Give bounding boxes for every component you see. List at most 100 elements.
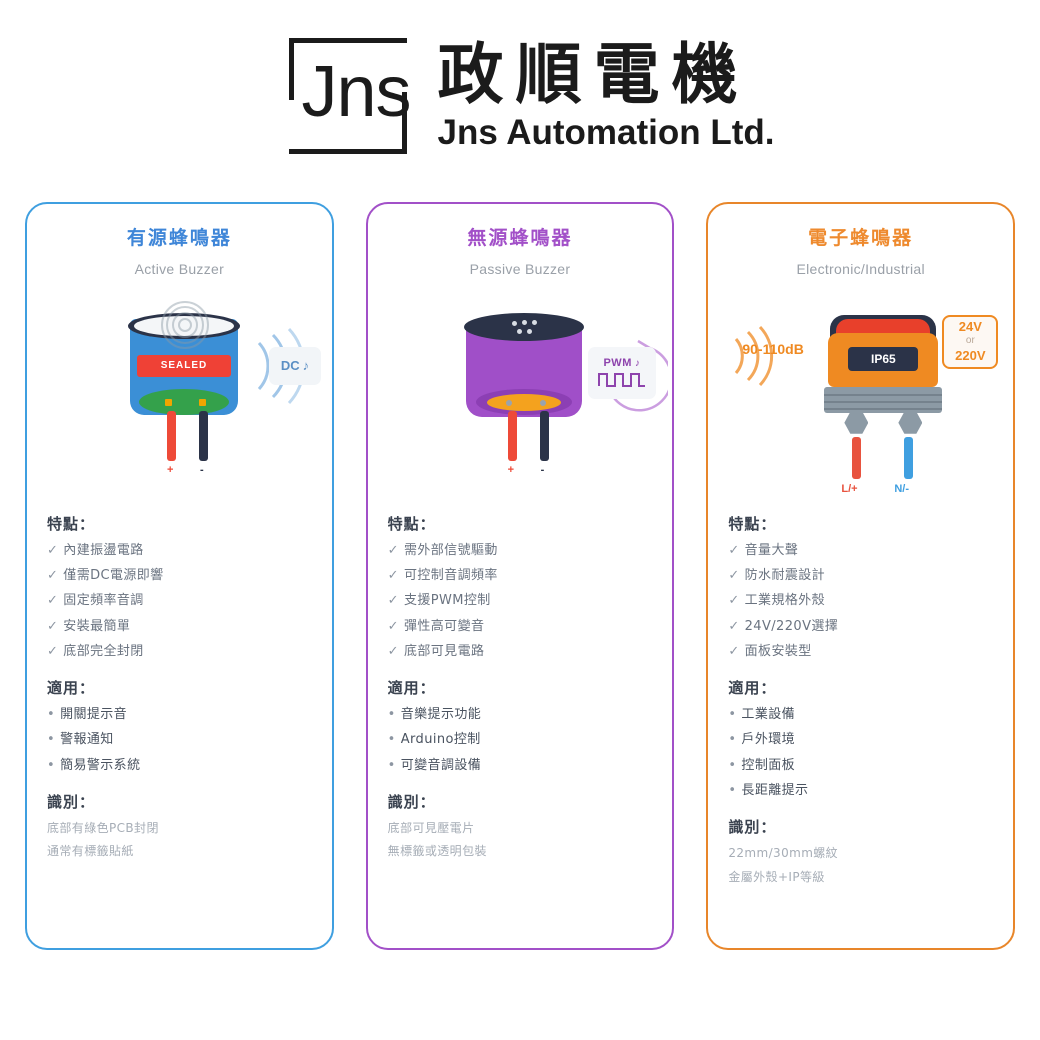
wire-live — [852, 436, 862, 479]
solder-pad — [199, 398, 206, 406]
list-item: ✓僅需DC電源即響 — [47, 567, 312, 583]
thread-line — [824, 393, 943, 396]
passive-buzzer-illustration: + - PWM ♪ — [388, 291, 668, 511]
dc-badge-label: DC — [280, 358, 300, 374]
check-icon: ✓ — [728, 542, 740, 558]
mounting-nut — [898, 411, 923, 434]
check-icon: ✓ — [387, 542, 399, 558]
logo-monogram: Jns — [301, 52, 411, 132]
features-heading: 特點： — [47, 514, 96, 533]
list-item: •控制面板 — [728, 757, 993, 773]
buzzer-top-face — [134, 315, 234, 336]
list-item: •開關提示音 — [47, 708, 312, 722]
bullet-icon: • — [47, 732, 56, 748]
features-list: ✓內建振盪電路 ✓僅需DC電源即響 ✓固定頻率音調 ✓安裝最簡單 ✓底部完全封閉 — [47, 542, 312, 659]
vent-hole — [511, 320, 517, 326]
music-note-icon: ♪ — [302, 358, 310, 374]
feature-text: 僅需DC電源即響 — [63, 567, 164, 583]
voltage-badge: 24V or 220V — [942, 314, 999, 369]
features-list: ✓音量大聲 ✓防水耐震設計 ✓工業規格外殼 ✓24V/220V選擇 ✓面板安裝型 — [728, 542, 993, 659]
wire-negative-label: - — [200, 463, 204, 476]
list-item: ✓24V/220V選擇 — [728, 618, 993, 634]
vent-hole — [531, 319, 537, 325]
feature-text: 24V/220V選擇 — [744, 618, 839, 634]
list-item: ✓音量大聲 — [728, 542, 993, 558]
sound-rings-icon — [161, 300, 209, 349]
logo-text-block: 政順電機 Jns Automation Ltd. — [437, 39, 774, 153]
application-text: 戶外環境 — [741, 732, 796, 748]
applications-list: •開關提示音 •警報通知 •簡易警示系統 — [47, 708, 312, 773]
list-item: ✓面板安裝型 — [728, 644, 993, 659]
wire-positive — [167, 410, 176, 461]
pwm-badge: PWM ♪ — [587, 346, 656, 399]
identification-heading: 識別： — [47, 793, 96, 812]
thread-line — [824, 400, 943, 403]
wire-positive — [507, 410, 517, 461]
logo-mark: Jns — [275, 30, 412, 162]
buzzer-comparison-cards: 有源蜂鳴器 Active Buzzer SEALED + - — [0, 202, 1040, 950]
logo-bracket-top-icon — [289, 38, 408, 100]
contact-dot — [539, 399, 546, 406]
electronic-buzzer-illustration: 90-110dB IP65 L/+ N/- 24V or 220V — [728, 291, 999, 511]
list-item: ✓底部可見電路 — [388, 644, 653, 659]
application-text: 開關提示音 — [60, 707, 128, 723]
identification-section: 識別： 22mm/30mm螺紋 金屬外殼+IP等級 — [728, 816, 993, 883]
voltage-conjunction: or — [965, 335, 975, 347]
applications-list: •工業設備 •戶外環境 •控制面板 •長距離提示 — [728, 708, 993, 798]
application-text: 工業設備 — [741, 707, 796, 723]
wire-negative-label: - — [540, 463, 545, 476]
check-icon: ✓ — [47, 643, 59, 659]
check-icon: ✓ — [387, 593, 399, 609]
check-icon: ✓ — [47, 593, 59, 609]
feature-text: 可控制音調頻率 — [403, 567, 498, 583]
application-text: 音樂提示功能 — [400, 707, 482, 723]
logo-bracket-bottom-icon — [289, 92, 408, 154]
card-title: 電子蜂鳴器 — [808, 227, 914, 249]
check-icon: ✓ — [387, 618, 399, 634]
list-item: •Arduino控制 — [388, 733, 653, 747]
vent-hole — [526, 328, 532, 334]
list-item: ✓防水耐震設計 — [728, 567, 993, 583]
vent-hole — [521, 319, 527, 325]
card-subtitle: Passive Buzzer — [469, 260, 571, 277]
wire-negative — [539, 410, 549, 461]
identification-text: 通常有標籤貼紙 — [47, 844, 134, 859]
applications-list: •音樂提示功能 •Arduino控制 •可變音調設備 — [388, 708, 653, 773]
company-name-chinese: 政順電機 — [437, 36, 750, 114]
check-icon: ✓ — [728, 567, 740, 583]
application-text: 長距離提示 — [741, 783, 809, 799]
bullet-icon: • — [47, 757, 56, 773]
features-list: ✓需外部信號驅動 ✓可控制音調頻率 ✓支援PWM控制 ✓彈性高可變音 ✓底部可見… — [387, 542, 653, 659]
identification-text: 22mm/30mm螺紋 — [728, 846, 839, 861]
list-item: •工業設備 — [728, 708, 993, 722]
list-item: ✓彈性高可變音 — [387, 618, 653, 634]
feature-text: 支援PWM控制 — [403, 593, 491, 609]
voltage-primary: 24V — [958, 319, 982, 335]
wire-positive-label: + — [167, 463, 174, 476]
identification-text: 金屬外殼+IP等級 — [728, 869, 825, 884]
identification-heading: 識別： — [387, 793, 436, 812]
identification-section: 識別： 底部可見壓電片 無標籤或透明包裝 — [388, 791, 653, 858]
music-note-icon: ♪ — [634, 357, 640, 369]
vent-hole — [516, 328, 522, 334]
wire-live-label: L/+ — [841, 482, 858, 495]
card-subtitle: Electronic/Industrial — [796, 260, 925, 277]
decibel-label: 90-110dB — [742, 340, 804, 357]
feature-text: 安裝最簡單 — [63, 618, 131, 634]
list-item: ✓安裝最簡單 — [47, 618, 312, 634]
wire-positive-label: + — [507, 463, 515, 476]
identification-text: 底部可見壓電片 — [387, 821, 475, 836]
identification-text: 無標籤或透明包裝 — [387, 844, 487, 859]
list-item: •可變音調設備 — [388, 758, 653, 773]
application-text: 警報通知 — [60, 732, 114, 748]
feature-text: 工業規格外殼 — [744, 593, 826, 609]
applications-section: 適用： •音樂提示功能 •Arduino控制 •可變音調設備 — [388, 677, 653, 773]
applications-section: 適用： •開關提示音 •警報通知 •簡易警示系統 — [47, 677, 312, 773]
feature-text: 底部完全封閉 — [63, 643, 144, 659]
feature-text: 需外部信號驅動 — [403, 542, 498, 558]
applications-heading: 適用： — [728, 679, 777, 698]
bullet-icon: • — [728, 757, 737, 773]
check-icon: ✓ — [728, 593, 740, 609]
feature-text: 內建振盪電路 — [63, 542, 144, 558]
features-section: 特點： ✓需外部信號驅動 ✓可控制音調頻率 ✓支援PWM控制 ✓彈性高可變音 ✓… — [388, 513, 653, 659]
